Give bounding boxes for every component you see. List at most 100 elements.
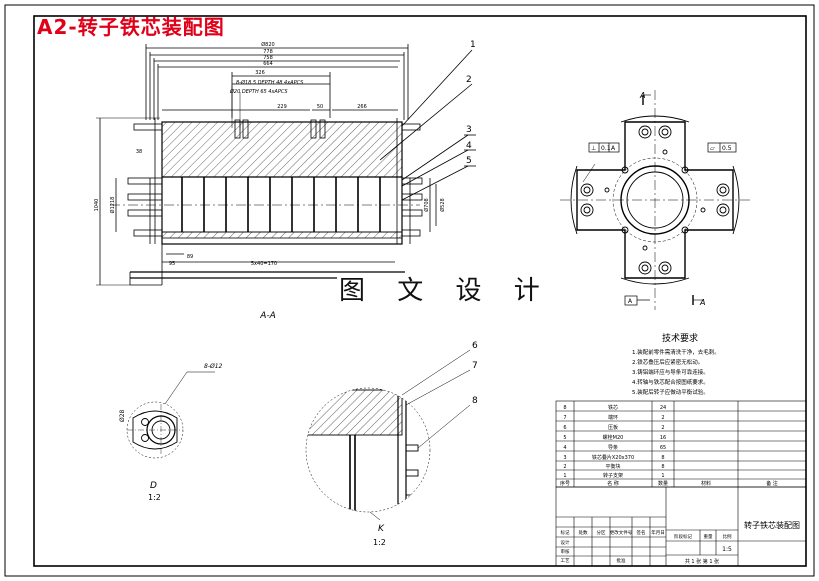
bom-qty-1: 1	[661, 473, 664, 479]
hole-note-2: Ø20 DEPTH 65 4xAPCS	[229, 88, 288, 95]
section-marker-bottom: A	[699, 298, 705, 307]
tb-label-count: 处数	[579, 529, 588, 536]
bom-qty-8: 24	[660, 405, 666, 411]
detail-d	[126, 371, 215, 459]
tb-role-design: 设计	[561, 539, 570, 546]
bom-header-material: 材料	[701, 480, 711, 487]
dim-top-4: 326	[255, 70, 265, 76]
bom-header-name: 名 称	[607, 480, 619, 487]
tech-item-4: 4.转轴与铁芯配合按图纸要求。	[632, 378, 709, 386]
bom-name-4: 导条	[608, 444, 618, 451]
bom-name-7: 端环	[608, 414, 618, 421]
tb-scale-label: 比例	[723, 533, 732, 540]
bom-no-8: 8	[563, 405, 566, 411]
dim-left-1: Ø1218	[109, 197, 116, 214]
dim-bottom-0: 95	[169, 261, 175, 267]
balloon-1: 1	[470, 40, 476, 50]
section-marker-top: A	[639, 91, 645, 100]
balloon-6: 6	[472, 341, 478, 351]
dim-top-6: 50	[317, 104, 323, 110]
tol-2-value: 0.5	[722, 145, 732, 152]
bom-no-4: 4	[563, 445, 566, 451]
balloon-5: 5	[466, 156, 472, 166]
dim-top-0: Ø820	[261, 41, 274, 48]
dim-top-2: 758	[263, 55, 273, 61]
dim-left-0: 1040	[94, 199, 100, 212]
tech-item-5: 5.装配后转子应做动平衡试验。	[632, 388, 709, 396]
tolerance-frame-2	[707, 142, 737, 153]
bom-header-note: 备 注	[766, 480, 778, 487]
bom-name-5: 螺栓M20	[603, 434, 624, 441]
tolerance-frame-1	[588, 142, 620, 153]
dim-bottom-2: 5x40=170	[251, 261, 277, 267]
balloons-section: 1 2 3 4 5	[466, 40, 476, 166]
bom-qty-6: 2	[661, 425, 664, 431]
dim-bottom-1: 89	[187, 254, 193, 260]
dim-top-1: 778	[263, 49, 273, 55]
detail-k-name: K	[378, 524, 385, 534]
tb-label-doc: 更改文件号	[610, 529, 633, 536]
section-label: A-A	[259, 311, 276, 321]
tol-2-symbol: ▱	[710, 145, 715, 152]
bom-name-6: 压板	[608, 424, 618, 431]
tb-stage: 阶段标记	[674, 533, 692, 540]
detail-k-scale: 1:2	[373, 538, 386, 547]
balloon-2: 2	[466, 75, 472, 85]
tb-label-date: 年月日	[651, 529, 665, 536]
tech-item-1: 1.装配前零件需清洗干净，去毛刺。	[632, 348, 720, 356]
section-view-text: Ø820 778 758 664 326 8-Ø18.5 DEPTH 48 4x…	[94, 41, 446, 321]
bom-no-1: 1	[563, 473, 566, 479]
bom-qty-4: 65	[660, 445, 666, 451]
tb-scale: 1:5	[722, 546, 732, 553]
tb-label-sign: 签名	[637, 529, 646, 536]
bom-name-1: 转子支架	[603, 472, 623, 479]
end-view-annotations: A A	[639, 91, 705, 307]
bom-name-3: 铁芯叠片X20x370	[592, 454, 634, 461]
tol-1-datum: A	[611, 145, 616, 152]
bom-no-3: 3	[563, 455, 566, 461]
drawing-title: A2-转子铁芯装配图	[37, 15, 225, 39]
tech-requirements: 技术要求 1.装配前零件需清洗干净，去毛刺。 2.铁芯叠压后应紧密无松动。 3.…	[632, 332, 720, 396]
title-block	[555, 486, 807, 567]
detail-k	[305, 349, 471, 521]
datum-label: A	[628, 298, 633, 305]
detail-d-dim: Ø28	[119, 409, 126, 422]
watermark: 图 文 设 计	[337, 276, 554, 306]
bom-qty-7: 2	[661, 415, 664, 421]
inner-border	[33, 15, 807, 567]
balloon-4: 4	[466, 141, 472, 151]
detail-d-scale: 1:2	[148, 493, 161, 502]
bom-qty-5: 16	[660, 435, 666, 441]
detail-d-name: D	[150, 481, 157, 491]
tb-role-approve: 批准	[617, 557, 626, 564]
core-hatch-area	[161, 121, 403, 178]
dim-right-0: Ø708	[423, 198, 430, 211]
tech-item-3: 3.铸铝端环应与导条可靠连接。	[632, 368, 709, 376]
tb-role-process: 工艺	[561, 558, 570, 564]
tb-drawing-name: 转子铁芯装配图	[744, 520, 800, 530]
bom-qty-3: 8	[661, 455, 664, 461]
dim-top-7: 266	[357, 104, 367, 110]
title-block-text: 标记 处数 分区 更改文件号 签名 年月日 设计 审核 工艺 批准 阶段标记 重…	[561, 520, 801, 565]
balloon-3: 3	[466, 125, 472, 135]
tb-label-mark: 标记	[561, 529, 570, 536]
end-view	[560, 90, 750, 310]
bom-name-2: 平衡块	[605, 463, 620, 470]
bom-qty-2: 8	[661, 464, 664, 470]
dim-top-5: 229	[277, 104, 287, 110]
dim-left-2: 38	[136, 149, 142, 155]
datum-box	[624, 295, 650, 306]
tech-item-2: 2.铁芯叠压后应紧密无松动。	[632, 358, 703, 366]
bom-no-5: 5	[563, 435, 566, 441]
tb-role-review: 审核	[561, 548, 570, 555]
balloon-8: 8	[472, 396, 478, 406]
bom-name-8: 铁芯	[608, 404, 618, 411]
bom-rows: 8 铁芯 24 7 端环 2 6 压板 2 5 螺栓M20 16 4 导条 65…	[560, 404, 778, 487]
tb-label-zone: 分区	[597, 529, 606, 536]
tol-1-symbol: ⊥	[591, 145, 596, 152]
hole-note-1: 8-Ø18.5 DEPTH 48 4xAPCS	[236, 79, 304, 86]
tol-1-value: 0.1	[601, 145, 611, 152]
tb-sheet: 共 1 张 第 1 张	[685, 558, 719, 565]
bom-no-6: 6	[563, 425, 566, 431]
dim-right-1: Ø528	[439, 198, 446, 211]
